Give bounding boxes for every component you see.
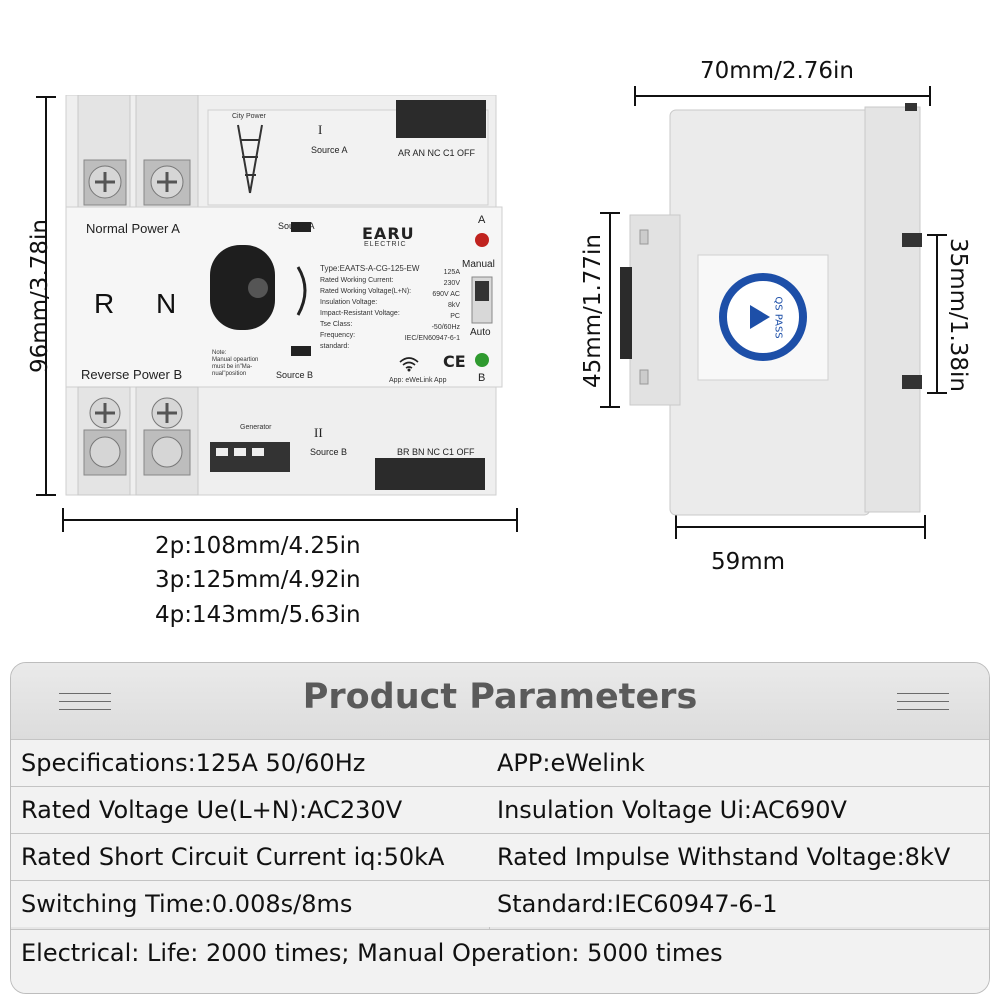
table-cell: Rated Impulse Withstand Voltage:8kV [497, 843, 951, 871]
terminal-bottom-label: BR BN NC C1 OFF [397, 447, 475, 457]
source-b-label: Source B [310, 447, 348, 457]
dimension-side-width-top: 70mm/2.76in [700, 58, 855, 84]
table-row: Specifications:125A 50/60Hz APP:eWelink [11, 739, 989, 786]
terminal-top-label: AR AN NC C1 OFF [398, 148, 476, 158]
table-cell: Switching Time:0.008s/8ms [21, 890, 353, 918]
table-cell: Rated Voltage Ue(L+N):AC230V [21, 796, 403, 824]
spec-line: Impact-Resistant Voltage:8kV [320, 302, 460, 317]
indicator-b-label: B [478, 372, 486, 384]
source-a-label: Source A [311, 145, 348, 155]
indicator-a-label: A [478, 214, 486, 226]
source-a-numeral: I [318, 122, 323, 137]
table-footer-cell: Electrical: Life: 2000 times; Manual Ope… [21, 939, 723, 967]
spec-line: Insulation Voltage:690V AC [320, 291, 460, 306]
table-cell: APP:eWelink [497, 749, 645, 777]
app-label: App: eWeLink App [389, 377, 447, 384]
source-b-small-label: Source B [276, 370, 314, 380]
spec-line: Rated Working Voltage(L+N):230V [320, 280, 460, 295]
brand-sub: ELECTRIC [364, 241, 407, 248]
reverse-power-label: Reverse Power B [81, 367, 183, 382]
table-row: Rated Short Circuit Current iq:50kA Rate… [11, 833, 989, 880]
dimension-lines [36, 86, 947, 539]
wifi-icon [398, 356, 420, 375]
table-cell: Standard:IEC60947-6-1 [497, 890, 778, 918]
dimension-height-front: 96mm/3.78in [27, 219, 53, 374]
city-power-label: City Power [232, 113, 266, 120]
ce-mark: CE [443, 352, 466, 371]
menu-lines-right-icon [897, 693, 949, 717]
manual-note: Note: Manual opeartion must be in"Ma- nu… [212, 350, 259, 377]
spec-line: Frequency:-50/60Hz [320, 324, 460, 339]
panel-title: Product Parameters [302, 677, 698, 717]
panel-header: Product Parameters [11, 663, 989, 739]
table-cell: Specifications:125A 50/60Hz [21, 749, 366, 777]
dimension-width-3p: 3p:125mm/4.92in [155, 567, 361, 593]
qs-pass-label: QS PASS [772, 296, 784, 339]
table-cell: Rated Short Circuit Current iq:50kA [21, 843, 445, 871]
dimension-side-height-left: 45mm/1.77in [580, 234, 606, 389]
brand-logo: EARU [362, 224, 415, 243]
source-a-small-label: Source A [278, 221, 315, 231]
menu-lines-left-icon [59, 693, 111, 717]
source-b-numeral: II [314, 425, 323, 440]
dimension-side-width-bottom: 59mm [711, 549, 786, 575]
table-row: Switching Time:0.008s/8ms Standard:IEC60… [11, 880, 989, 927]
table-footer-row: Electrical: Life: 2000 times; Manual Ope… [11, 929, 989, 993]
spec-line: Tse Class:PC [320, 313, 460, 328]
normal-power-label: Normal Power A [86, 221, 180, 236]
spec-line: Type:EAATS-A-CG-125-EW [320, 264, 420, 273]
device-front-view [65, 95, 503, 496]
spec-label-block: Type:EAATS-A-CG-125-EW Rated Working Cur… [320, 258, 460, 350]
generator-label: Generator [240, 424, 272, 431]
auto-label: Auto [470, 327, 491, 338]
table-cell: Insulation Voltage Ui:AC690V [497, 796, 847, 824]
spec-line: Rated Working Current:125A [320, 269, 460, 284]
r-label: R [94, 288, 115, 319]
dimension-side-height-right: 35mm/1.38in [945, 237, 971, 392]
table-row: Rated Voltage Ue(L+N):AC230V Insulation … [11, 786, 989, 833]
manual-label: Manual [462, 259, 495, 270]
spec-line: standard:IEC/EN60947-6-1 [320, 335, 460, 350]
product-parameters-panel: Product Parameters Specifications:125A 5… [10, 662, 990, 994]
dimension-width-2p: 2p:108mm/4.25in [155, 533, 361, 559]
device-side-view [620, 103, 922, 516]
dimension-width-4p: 4p:143mm/5.63in [155, 602, 361, 628]
n-label: N [156, 288, 177, 319]
